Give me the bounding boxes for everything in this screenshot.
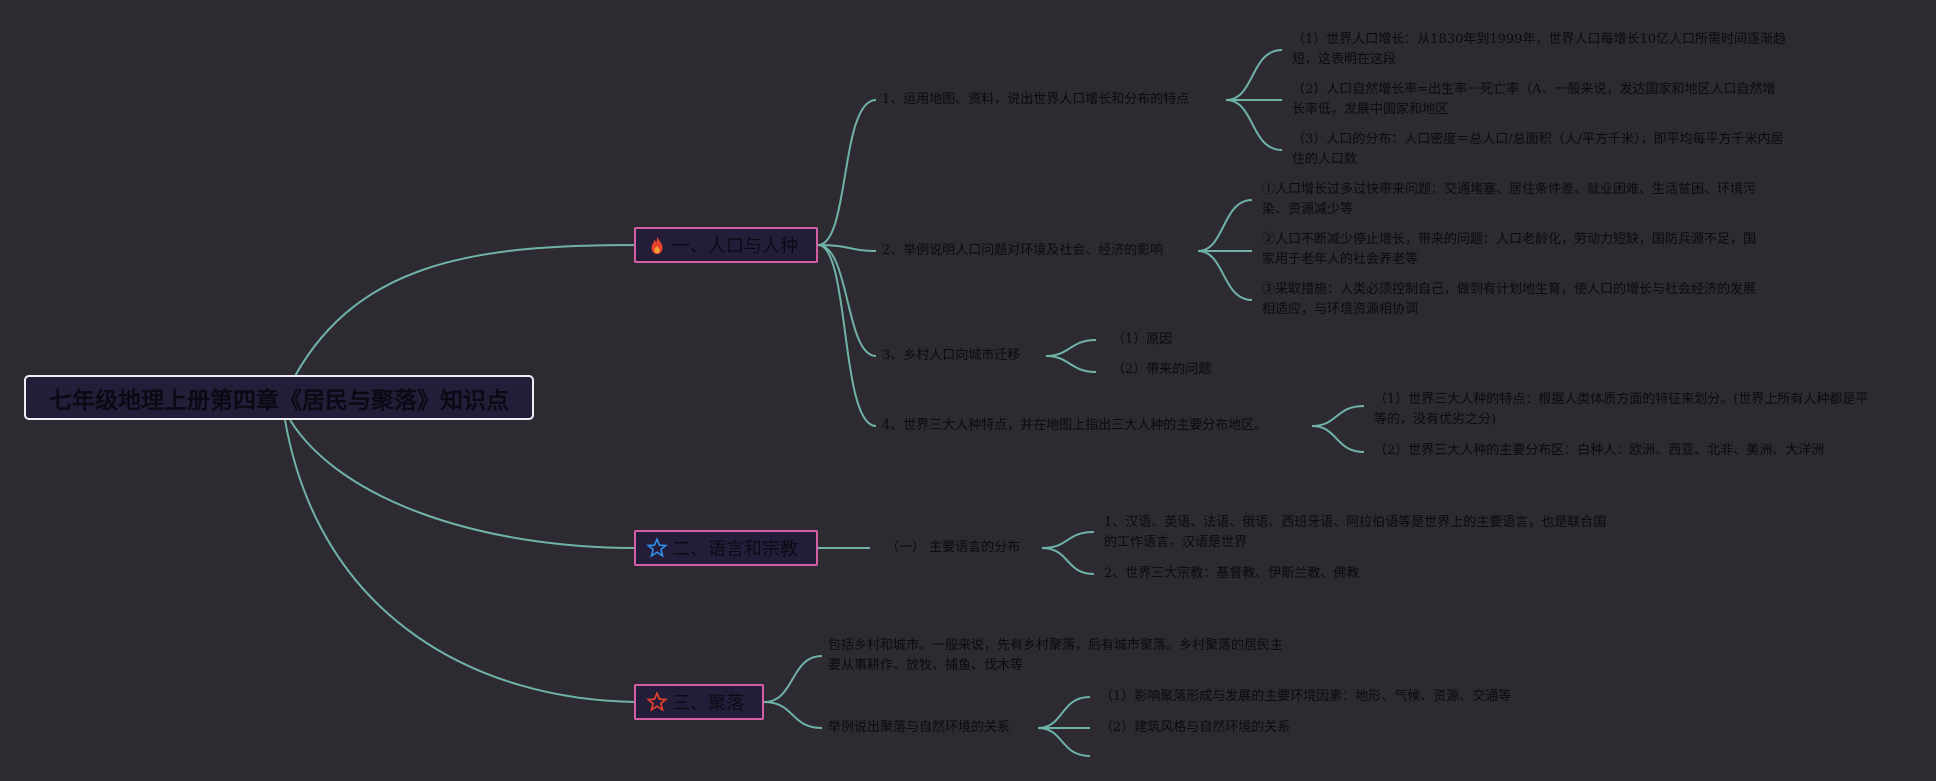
link-sub4-item2 [1311,425,1365,453]
link-topic3-sub2-item1 [1037,696,1091,729]
root-topic[interactable]: 七年级地理上册第四章《居民与聚落》知识点 [24,375,534,420]
link-topic1-sub3 [817,244,877,357]
fire-icon [646,234,668,256]
subtopic-label[interactable]: 1、运用地图、资料，说出世界人口增长和分布的特点 [882,92,1190,107]
topic-population-race[interactable]: 一、人口与人种 [634,227,818,263]
star-outline-icon [646,537,668,559]
leaf-item[interactable]: （1）原因 [1112,332,1173,347]
link-topic3-sub1 [763,655,823,703]
subtopic-label[interactable]: 包括乡村和城市。一般来说，先有乡村聚落，后有城市聚落。乡村聚落的居民主要从事耕作… [828,638,1284,673]
link-topic3-sub2 [763,701,823,729]
topic-label: 二、语言和宗教 [672,539,798,560]
subtopic-label[interactable]: 3、乡村人口向城市迁移 [882,348,1021,363]
link-sub3-item1 [1045,339,1097,357]
leaf-item[interactable]: （2）世界三大人种的主要分布区：白种人：欧洲、西亚、北非、美洲、大洋洲 [1374,443,1825,458]
link-topic1-sub2 [817,244,877,252]
link-topic2-item2 [1041,547,1095,575]
link-topic3-sub2-item3 [1037,727,1091,757]
link-sub1-item3 [1225,99,1283,151]
leaf-item[interactable]: （2）人口自然增长率=出生率－死亡率（A、一般来说，发达国家和地区人口自然增长率… [1292,82,1776,117]
leaf-item[interactable]: ②人口不断减少停止增长，带来的问题：人口老龄化，劳动力短缺，国防兵源不足，国家用… [1262,232,1757,267]
link-root-topic1 [294,244,637,377]
leaf-item[interactable]: （3）人口的分布：人口密度＝总人口/总面积（人/平方千米），即平均每平方千米内居… [1292,132,1784,167]
link-sub2-item1 [1197,199,1253,252]
leaf-item[interactable]: 1、汉语、英语、法语、俄语、西班牙语、阿拉伯语等是世界上的主要语言，也是联合国的… [1104,515,1607,550]
leaf-item[interactable]: （2）带来的问题 [1112,362,1212,377]
link-sub2-item3 [1197,250,1253,301]
subtopic-label[interactable]: （一） 主要语言的分布 [886,540,1021,555]
leaf-item[interactable]: （1）影响聚落形成与发展的主要环境因素：地形、气候、资源、交通等 [1100,689,1512,704]
link-topic1-sub4 [817,244,877,427]
link-topic1-sub1 [817,99,877,246]
subtopic-label[interactable]: 4、世界三大人种特点，并在地图上指出三大人种的主要分布地区。 [882,418,1268,433]
link-sub4-item1 [1311,405,1365,427]
topic-language-religion[interactable]: 二、语言和宗教 [634,530,818,566]
leaf-item[interactable]: ①人口增长过多过快带来问题：交通堵塞、居住条件差、就业困难、生活贫困、环境污染、… [1262,182,1757,217]
leaf-item[interactable]: （1）世界三大人种的特点：根据人类体质方面的特征来划分。(世界上所有人种都是平等… [1374,392,1869,427]
link-topic2-item1 [1041,531,1095,549]
leaf-item[interactable]: （2）建筑风格与自然环境的关系 [1100,720,1291,735]
link-sub1-item1 [1225,49,1283,101]
star-outline-icon [646,691,668,713]
leaf-item[interactable]: ③采取措施：人类必须控制自己，做到有计划地生育，使人口的增长与社会经济的发展相适… [1262,282,1757,317]
leaf-item[interactable]: 2、世界三大宗教：基督教、伊斯兰教、佛教 [1104,566,1360,581]
link-root-topic2 [289,419,637,549]
topic-label: 三、聚落 [672,693,744,714]
link-root-topic3 [284,419,637,703]
subtopic-label[interactable]: 举例说出聚落与自然环境的关系 [828,720,1011,735]
link-sub3-item2 [1045,355,1097,373]
leaf-item[interactable]: （1）世界人口增长：从1830年到1999年，世界人口每增长10亿人口所需时间逐… [1292,32,1786,67]
topic-label: 一、人口与人种 [672,236,798,257]
subtopic-label[interactable]: 2、举例说明人口问题对环境及社会、经济的影响 [882,243,1164,258]
topic-settlement[interactable]: 三、聚落 [634,684,764,720]
